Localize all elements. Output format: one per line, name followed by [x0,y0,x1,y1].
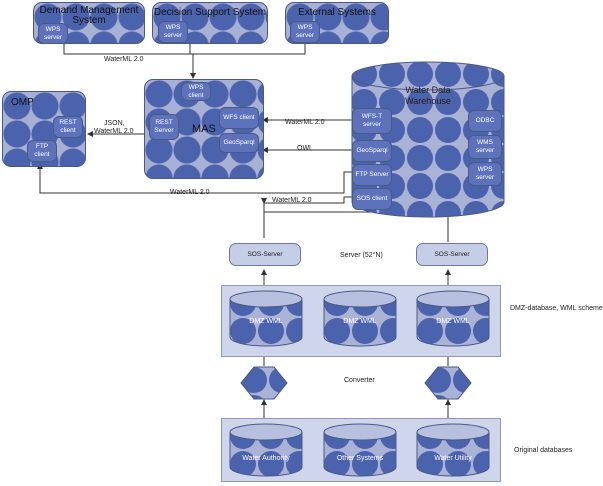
dmz-label-3: DMZ WML [436,318,470,325]
dmz-label: DMZ-database, WML scheme [510,305,603,312]
omp-title: OMP [11,97,34,108]
edge-label-waterml-wfs: WaterML 2.0 [285,119,325,126]
decision-title: Decision Support System [153,7,267,18]
warehouse-wms-server: WMS server [468,135,502,159]
edge-label-waterml-top: WaterML 2.0 [104,56,144,63]
warehouse-sos-client: SOS client [352,188,392,210]
dmz-label-2: DMZ WML [343,318,377,325]
mas-geosparql: GeoSparql [219,133,259,153]
dmz-db-1 [229,290,303,347]
original-label-2: Other Systems [336,455,384,462]
warehouse-title: Water Data Warehouse [405,85,451,106]
warehouse-wfst-server: WFS-T server [352,108,392,134]
edge-label-waterml-sos: WaterML 2.0 [272,197,312,204]
edge-label-json-waterml: WaterML 2.0 [94,128,134,135]
omp-box: OMP REST client FTP client [2,91,86,167]
converter-right [424,366,472,400]
warehouse-ftp-server: FTP Server [352,164,392,186]
original-label: Original databases [514,447,573,454]
edge-label-waterml-omp: WaterML 2.0 [170,189,210,196]
sos-server-left: SOS-Server [229,243,301,266]
dmz-label-1: DMZ WML [249,318,283,325]
warehouse-geosparql: GeoSparql [352,140,392,162]
dmz-db-3 [416,290,490,347]
sos-server-right: SOS-Server [416,243,488,266]
external-wps-server: WPS server [290,21,320,43]
mas-rest-server: REST Server [149,114,179,140]
original-db-1 [229,423,303,477]
warehouse-odbc: ODBC [468,110,502,132]
mas-wps-client: WPS client [181,82,211,101]
mas-title: MAS [192,123,216,135]
original-db-2 [323,423,397,477]
edge-label-owl: OWL [297,145,313,152]
mas-box: WPS client MAS REST Server WFS client Ge… [144,79,264,179]
demand-wps-server: WPS server [38,23,68,44]
edge-label-json: JSON, [104,120,125,127]
external-systems: External Systems WPS server [285,2,389,44]
demand-management-system: Demand Management System WPS server [33,2,145,44]
converter-label: Converter [344,377,375,384]
demand-title: Demand Management System [39,5,139,26]
dmz-db-2 [323,290,397,347]
decision-wps-server: WPS server [158,21,188,43]
external-title: External Systems [298,7,376,18]
decision-support-system: Decision Support System WPS server [152,2,268,44]
warehouse-wps-server: WPS server [468,162,502,186]
original-label-1: Water Authority [242,455,290,462]
converter-left [240,366,288,400]
omp-rest-client: REST client [53,116,83,138]
mas-wfs-client: WFS client [219,107,259,129]
original-label-3: Water Utility [434,455,472,462]
original-db-3 [416,423,490,477]
omp-ftp-client: FTP client [27,140,57,162]
server-label: Server (52°N) [340,252,383,259]
